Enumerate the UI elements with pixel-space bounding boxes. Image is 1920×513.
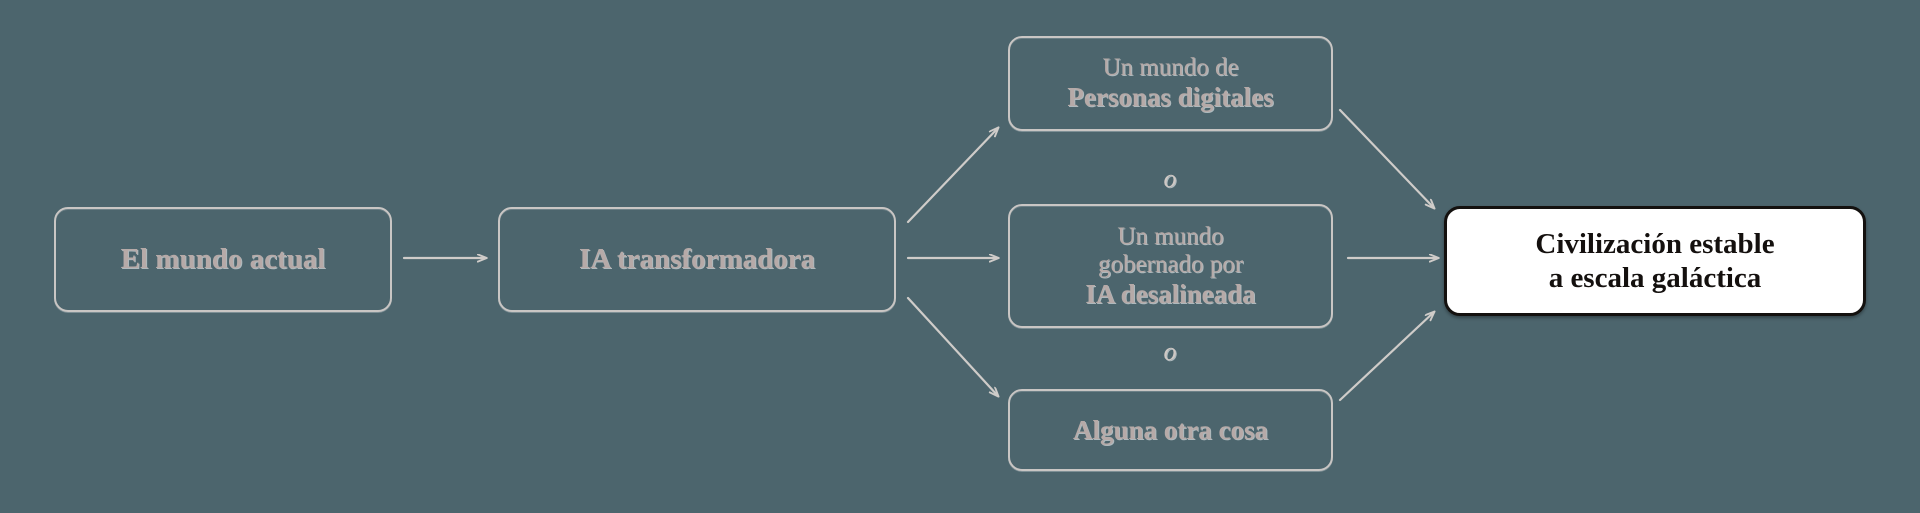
edge-transformative-to-something-else — [906, 296, 998, 396]
separator-o-bottom: o — [1150, 339, 1190, 365]
separator-o-bottom-text: o — [1163, 337, 1177, 366]
node-transformative-ai-line-1: IA transformadora — [578, 243, 815, 276]
node-misaligned-ai[interactable]: Un mundo gobernado por IA desalineada — [1008, 204, 1333, 328]
node-digital-people-line-2: Personas digitales — [1067, 82, 1274, 113]
node-transformative-ai[interactable]: IA transformadora — [498, 207, 896, 312]
node-something-else-line-1: Alguna otra cosa — [1073, 414, 1268, 445]
node-stable-civilization-line-2: a escala galáctica — [1548, 262, 1762, 294]
node-something-else[interactable]: Alguna otra cosa — [1008, 389, 1333, 471]
edge-something-else-to-stable — [1338, 312, 1434, 402]
node-digital-people[interactable]: Un mundo de Personas digitales — [1008, 36, 1333, 131]
edge-transformative-to-digital-people — [906, 128, 998, 224]
edge-digital-people-to-stable — [1338, 108, 1434, 208]
node-misaligned-ai-line-2: gobernado por — [1097, 250, 1244, 278]
separator-o-top: o — [1150, 166, 1190, 192]
node-stable-civilization-line-1: Civilización estable — [1535, 227, 1775, 260]
node-stable-civilization[interactable]: Civilización estable a escala galáctica — [1444, 206, 1866, 316]
separator-o-top-text: o — [1163, 164, 1177, 193]
node-present-world[interactable]: El mundo actual — [54, 207, 392, 312]
node-digital-people-line-1: Un mundo de — [1102, 54, 1239, 82]
node-present-world-line-1: El mundo actual — [120, 243, 326, 276]
node-misaligned-ai-line-1: Un mundo — [1117, 222, 1224, 250]
node-misaligned-ai-line-3: IA desalineada — [1085, 278, 1256, 309]
